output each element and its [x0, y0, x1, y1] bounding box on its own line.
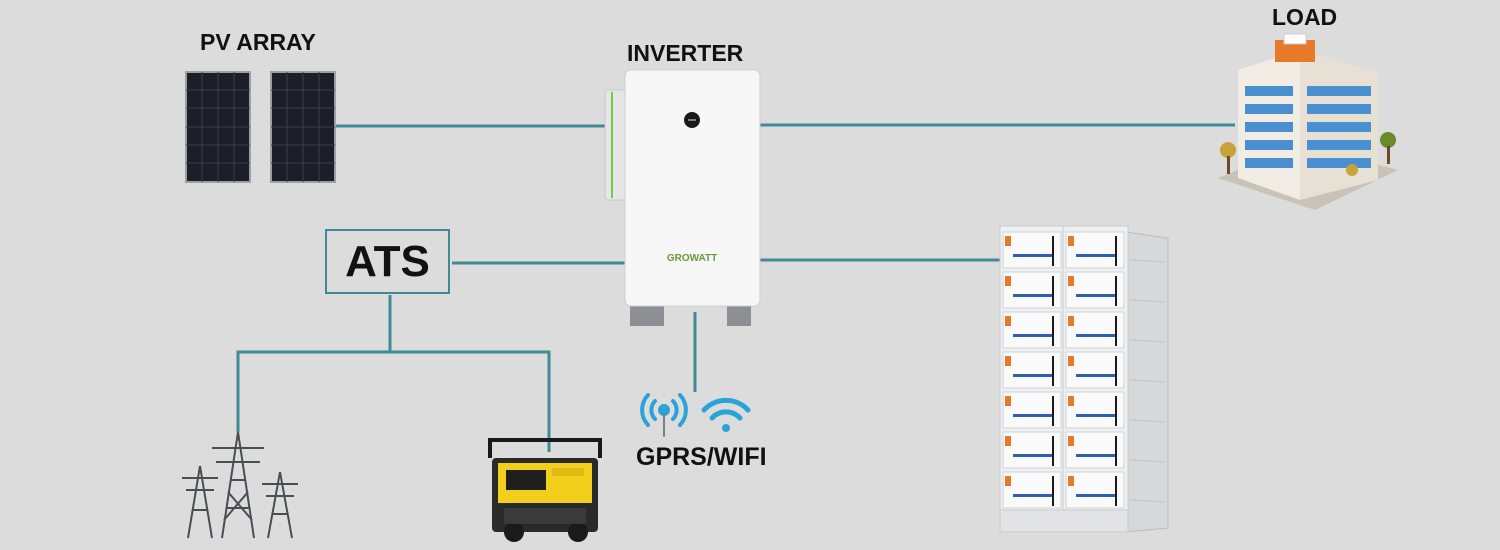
battery-module	[1002, 471, 1062, 509]
antenna-icon	[640, 393, 688, 437]
generator-icon	[488, 438, 602, 542]
battery-module	[1002, 311, 1062, 349]
gprs-wifi-label: GPRS/WIFI	[636, 443, 767, 471]
inverter-brand-logo: GROWATT	[667, 253, 717, 264]
battery-module	[1065, 471, 1125, 509]
wire-generator	[390, 350, 551, 452]
building-icon	[1218, 33, 1398, 210]
wifi-icon	[701, 397, 751, 432]
ats-label: ATS	[345, 236, 430, 286]
ats-box: ATS	[325, 229, 450, 294]
battery-module	[1065, 431, 1125, 469]
load-label: LOAD	[1272, 4, 1338, 30]
battery-module	[1002, 231, 1062, 269]
battery-module	[1002, 351, 1062, 389]
inverter-icon	[604, 69, 761, 326]
battery-module	[1065, 351, 1125, 389]
battery-module	[1065, 231, 1125, 269]
solar-panel-icon	[185, 71, 336, 183]
battery-module	[1002, 431, 1062, 469]
battery-module	[1065, 271, 1125, 309]
pv-array-label: PV ARRAY	[200, 29, 316, 55]
battery-module	[1065, 311, 1125, 349]
wire-grid	[236, 350, 390, 432]
power-tower-icon	[182, 431, 298, 539]
battery-rack-icon	[999, 225, 1169, 533]
inverter-label: INVERTER	[627, 40, 744, 66]
battery-module	[1002, 271, 1062, 309]
wiring	[236, 123, 1235, 452]
battery-module	[1065, 391, 1125, 429]
battery-module	[1002, 391, 1062, 429]
